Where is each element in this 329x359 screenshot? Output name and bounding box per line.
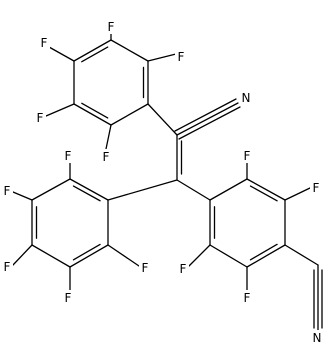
ring-double-bond: [72, 243, 101, 261]
atom-labels: F F F F F N F F F F F F F F F N: [1, 19, 324, 345]
bond: [188, 244, 211, 267]
atom-label-f9: F: [65, 291, 72, 305]
ring-double-bond: [81, 46, 109, 63]
atom-label-f11: F: [244, 149, 251, 163]
bond: [45, 103, 75, 117]
atom-label-f2: F: [178, 50, 185, 64]
bond: [12, 244, 33, 266]
ring-double-bond: [249, 185, 278, 202]
bond: [12, 191, 33, 201]
atom-label-f4: F: [37, 111, 44, 125]
bond: [105, 124, 112, 150]
ring-bond: [209, 244, 248, 268]
ring-bond: [69, 244, 109, 268]
bond: [284, 244, 319, 266]
atom-label-f5: F: [103, 150, 110, 164]
atom-label-n1: N: [242, 91, 251, 105]
atom-label-f3: F: [41, 36, 48, 50]
nitrile-bond: [178, 106, 241, 140]
ring-bond: [209, 178, 248, 201]
nitrile-bond: [176, 102, 239, 136]
ring-bond: [110, 103, 149, 126]
nitrile-bond: [174, 98, 237, 132]
atom-label-f12: F: [313, 181, 320, 195]
bond: [107, 244, 140, 267]
atom-label-f6: F: [65, 149, 72, 163]
ring-bond: [73, 103, 112, 126]
atom-label-f13: F: [180, 262, 187, 276]
atom-label-f10: F: [142, 261, 149, 275]
bond: [147, 53, 177, 62]
atom-label-f1: F: [108, 20, 115, 34]
bond: [147, 103, 178, 136]
atom-label-f7: F: [4, 184, 11, 198]
ring-bond: [246, 178, 286, 201]
bond: [284, 187, 311, 201]
ring-double-bond: [72, 185, 101, 202]
atom-label-n2: N: [313, 331, 322, 345]
atom-label-f8: F: [4, 260, 11, 274]
atom-label-f14: F: [244, 291, 251, 305]
ring-bond: [246, 244, 286, 268]
ring-bond: [69, 178, 109, 201]
bond: [176, 179, 211, 201]
bond: [48, 46, 75, 62]
bond: [107, 179, 178, 201]
ring-double-bond: [81, 102, 109, 119]
ring-bond: [73, 39, 112, 62]
ring-double-bond: [249, 243, 278, 261]
bond-lines: [12, 32, 323, 331]
ring-bond: [110, 39, 149, 62]
ring-bond: [31, 244, 71, 268]
ring-bond: [31, 178, 71, 201]
